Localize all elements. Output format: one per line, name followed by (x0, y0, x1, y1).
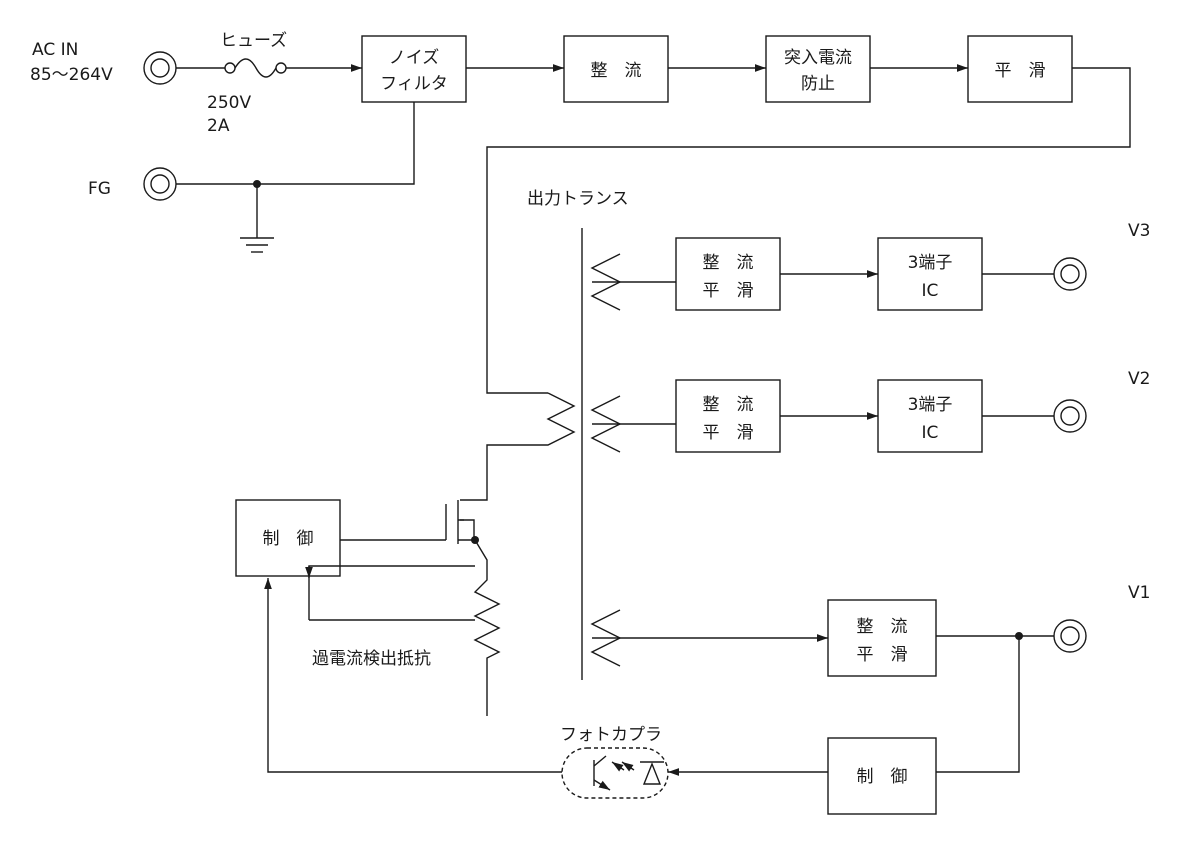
mosfet-icon (445, 500, 475, 544)
v2-terminal-icon (1053, 399, 1087, 433)
v2-label: V2 (1128, 369, 1150, 389)
primary-control-block: 制 御 (235, 499, 341, 577)
svg-text:IC: IC (922, 423, 939, 443)
fg-terminal-icon (143, 167, 177, 201)
svg-text:整 流: 整 流 (703, 395, 754, 415)
fuse-icon (224, 58, 287, 78)
svg-text:平 滑: 平 滑 (703, 281, 754, 301)
svg-text:防止: 防止 (801, 74, 835, 94)
rectifier-block: 整 流 (563, 35, 669, 103)
rect-smooth-v2-block: 整 流 平 滑 (675, 379, 781, 453)
smoothing-block: 平 滑 (967, 35, 1073, 103)
inrush-limiter-block: 突入電流 防止 (765, 35, 871, 103)
svg-text:ノイズ: ノイズ (389, 48, 440, 68)
svg-text:平 滑: 平 滑 (857, 645, 908, 665)
fuse-label: ヒューズ (220, 31, 287, 51)
svg-text:3端子: 3端子 (908, 253, 953, 273)
fuse-rating-current: 2A (207, 116, 230, 136)
photocoupler-label: フォトカプラ (560, 725, 662, 745)
svg-text:フィルタ: フィルタ (380, 74, 448, 94)
current-sense-resistor-icon (473, 539, 501, 716)
regulator-v3-block: 3端子 IC (877, 237, 983, 311)
svg-text:平 滑: 平 滑 (703, 423, 754, 443)
fg-label: FG (88, 179, 111, 199)
svg-text:制 御: 制 御 (263, 529, 314, 549)
v3-label: V3 (1128, 221, 1150, 241)
primary-winding-icon (460, 392, 576, 501)
ac-in-terminal-icon (143, 51, 177, 85)
svg-text:制 御: 制 御 (857, 767, 908, 787)
svg-text:3端子: 3端子 (908, 395, 953, 415)
v1-terminal-icon (1053, 619, 1087, 653)
svg-text:IC: IC (922, 281, 939, 301)
photocoupler-icon (561, 747, 669, 799)
secondary-control-block: 制 御 (827, 737, 937, 815)
svg-text:整 流: 整 流 (857, 617, 908, 637)
svg-text:整 流: 整 流 (591, 61, 642, 81)
svg-text:平 滑: 平 滑 (995, 61, 1046, 81)
svg-text:整 流: 整 流 (703, 253, 754, 273)
ac-in-label: AC IN (32, 40, 78, 60)
rect-smooth-v1-block: 整 流 平 滑 (827, 599, 937, 677)
svg-text:突入電流: 突入電流 (784, 48, 852, 68)
regulator-v2-block: 3端子 IC (877, 379, 983, 453)
ground-icon (240, 237, 274, 253)
v1-label: V1 (1128, 583, 1150, 603)
ac-range-label: 85〜264V (30, 65, 113, 85)
current-sense-label: 過電流検出抵抗 (312, 649, 431, 669)
v3-terminal-icon (1053, 257, 1087, 291)
rect-smooth-v3-block: 整 流 平 滑 (675, 237, 781, 311)
fuse-rating-voltage: 250V (207, 93, 251, 113)
noise-filter-block: ノイズ フィルタ (361, 35, 467, 103)
transformer-label: 出力トランス (527, 189, 629, 209)
